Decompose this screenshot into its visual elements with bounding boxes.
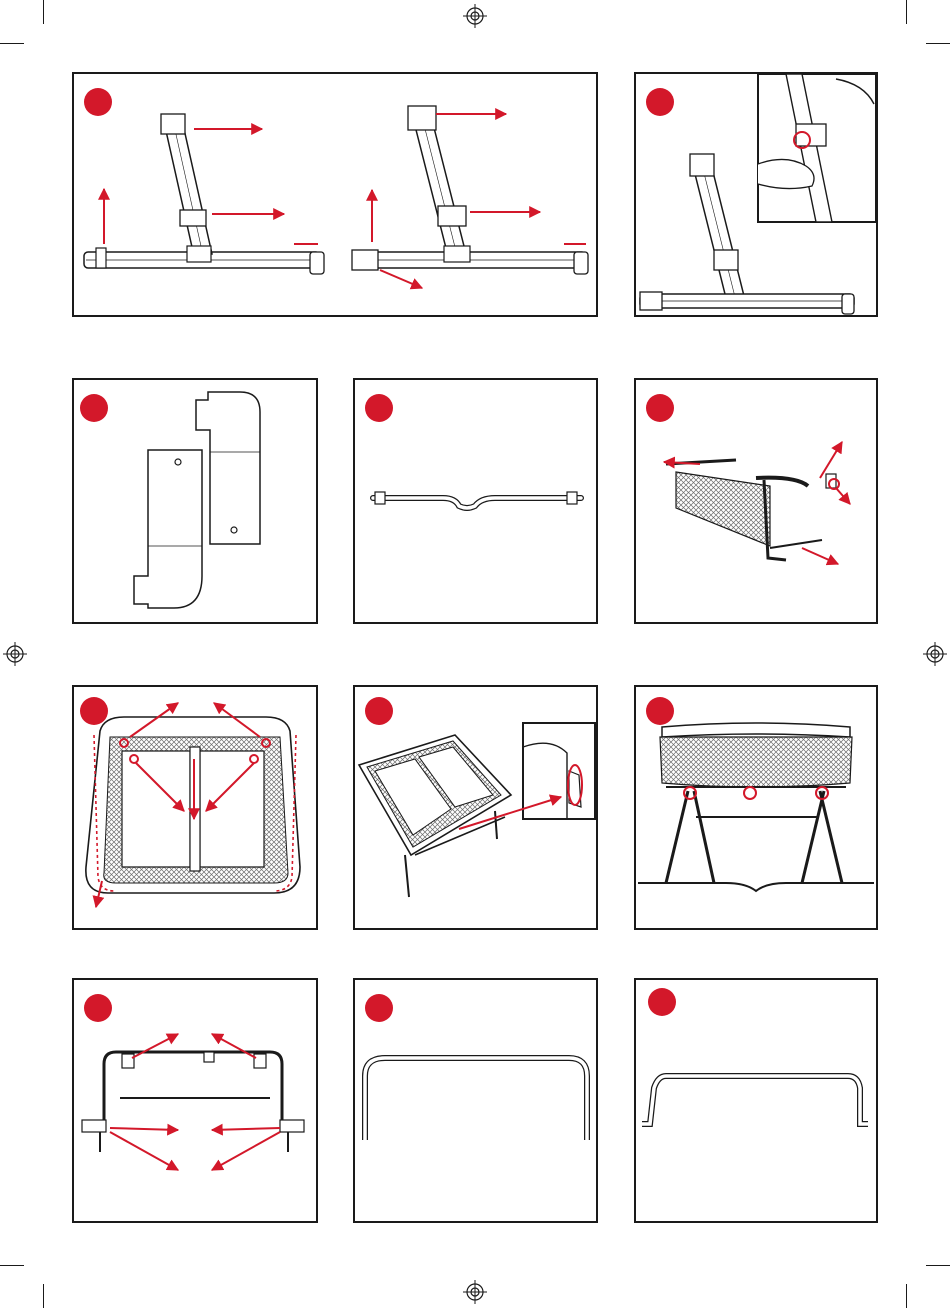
crop-mark-top-right-h — [926, 43, 950, 44]
step-panel-bassinet-top — [72, 685, 318, 930]
crop-mark-bottom-left-h — [0, 1265, 24, 1266]
step-panel-side-panels — [72, 378, 318, 624]
handle-bar-illustration — [636, 980, 876, 1221]
step-panel-leg-assembly — [72, 72, 598, 317]
registration-mark-bottom-icon — [463, 1280, 487, 1304]
step-panel-leg-clip-detail — [634, 72, 878, 317]
bassinet-top-illustration — [74, 687, 316, 928]
crop-mark-top-left-v — [43, 0, 44, 24]
crop-mark-bottom-right-v — [906, 1284, 907, 1308]
frame-connectors-illustration — [74, 980, 316, 1221]
step-panel-handle-bar — [634, 978, 878, 1223]
leg-assembly-illustration — [74, 74, 596, 315]
step-panel-bassinet-on-stand — [634, 685, 878, 930]
crop-mark-top-left-h — [0, 43, 24, 44]
crop-mark-bottom-right-h — [926, 1265, 950, 1266]
crop-mark-bottom-left-v — [43, 1284, 44, 1308]
u-bar-illustration — [355, 980, 596, 1221]
step-panel-frame-assembly — [634, 378, 878, 624]
registration-mark-right-icon — [923, 642, 947, 666]
step-panel-bassinet-side — [353, 685, 598, 930]
step-panel-u-bar — [353, 978, 598, 1223]
registration-mark-left-icon — [3, 642, 27, 666]
cross-bar-illustration — [355, 380, 596, 622]
leg-clip-illustration — [636, 74, 876, 315]
frame-assembly-illustration — [636, 380, 876, 622]
registration-mark-top-icon — [463, 4, 487, 28]
crop-mark-top-right-v — [906, 0, 907, 24]
step-panel-frame-connectors — [72, 978, 318, 1223]
side-panels-illustration — [74, 380, 316, 622]
bassinet-stand-illustration — [636, 687, 876, 928]
step-panel-cross-bar — [353, 378, 598, 624]
bassinet-side-illustration — [355, 687, 596, 928]
